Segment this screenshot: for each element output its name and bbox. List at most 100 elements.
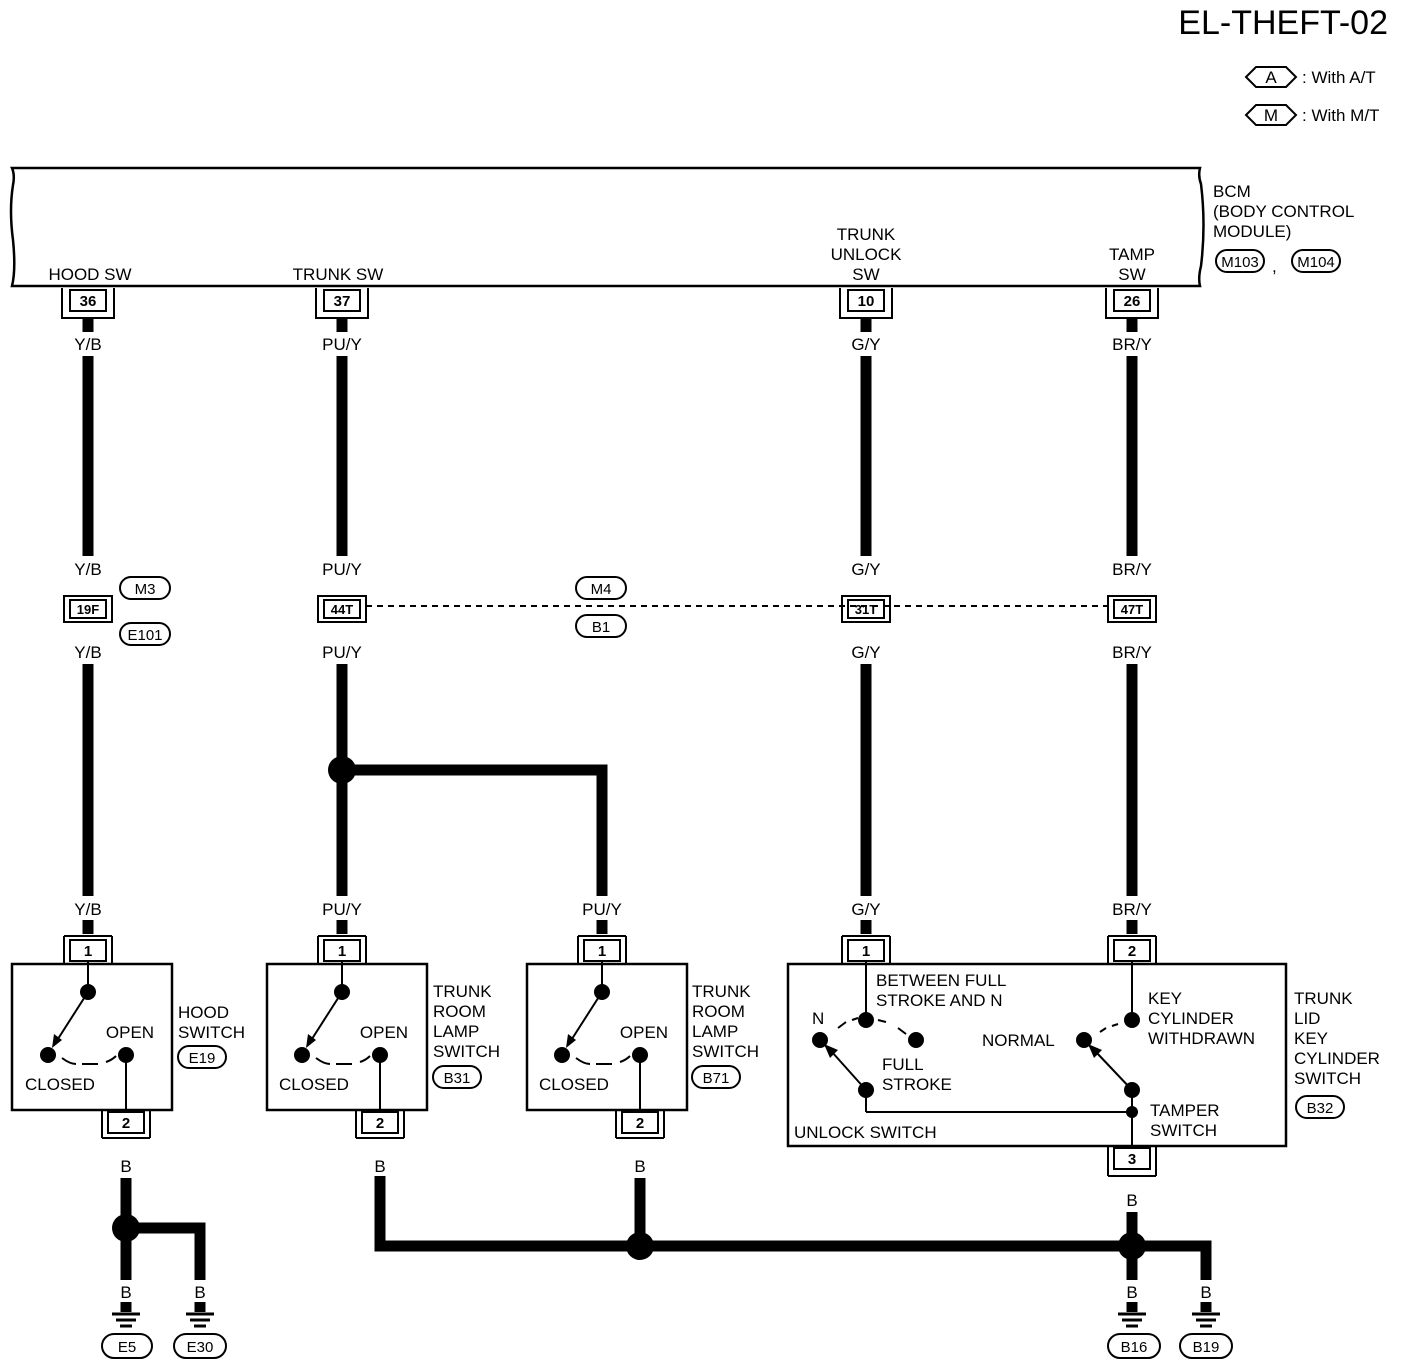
svg-text:TAMPER: TAMPER: [1150, 1101, 1220, 1120]
wire-label-puy: PU/Y: [322, 335, 362, 354]
key-cylinder-switch-label-4: CYLINDER: [1294, 1049, 1380, 1068]
trunk-room-lamp-switch-b71: 1 OPEN CLOSED 2: [525, 935, 689, 1139]
svg-text:KEY: KEY: [1148, 989, 1182, 1008]
joint-pin-31t: 31T: [841, 595, 891, 623]
key-cylinder-switch-label: TRUNK: [1294, 989, 1353, 1008]
svg-text:M: M: [1264, 106, 1278, 125]
wire-label-b: B: [1126, 1283, 1137, 1302]
connector-code-b1: B1: [575, 614, 627, 638]
key-cylinder-switch-label-2: LID: [1294, 1009, 1320, 1028]
svg-text:B1: B1: [592, 619, 610, 636]
terminal-label-tamp-2: SW: [1118, 265, 1145, 284]
wire-label-b: B: [120, 1283, 131, 1302]
bcm-pin-37: 37: [315, 288, 369, 319]
svg-text:M103: M103: [1221, 254, 1259, 271]
joint-pin-19f: 19F: [63, 595, 113, 623]
ground-symbol-e5: E5: [101, 1302, 153, 1359]
connector-code-b32: B32: [1295, 1095, 1345, 1119]
wire-label-yb: Y/B: [74, 335, 101, 354]
connector-code-e19: E19: [177, 1045, 227, 1069]
splice-node: [626, 1232, 654, 1260]
page-title: EL-THEFT-02: [1178, 4, 1388, 42]
ground-symbol-b16: B16: [1107, 1302, 1161, 1359]
svg-text:OPEN: OPEN: [360, 1023, 408, 1042]
hood-switch: 1 OPEN CLOSED 2: [10, 935, 174, 1139]
trunk-lamp-switch-b31-label-3: LAMP: [433, 1022, 479, 1041]
svg-text:B16: B16: [1121, 1339, 1148, 1356]
svg-text:B19: B19: [1193, 1339, 1220, 1356]
trunk-lamp-switch-b31-label-2: ROOM: [433, 1002, 486, 1021]
bcm-connector-m103: M103: [1215, 249, 1265, 273]
svg-text:CLOSED: CLOSED: [539, 1075, 609, 1094]
svg-text:CYLINDER: CYLINDER: [1148, 1009, 1234, 1028]
svg-text:1: 1: [338, 943, 346, 960]
trunk-lamp-switch-b31-label: TRUNK: [433, 982, 492, 1001]
svg-text:NORMAL: NORMAL: [982, 1031, 1055, 1050]
bcm-module-box: [9, 166, 1205, 288]
joint-pin-47t: 47T: [1107, 595, 1157, 623]
svg-text:N: N: [812, 1009, 824, 1028]
wire-label-bry: BR/Y: [1112, 643, 1152, 662]
svg-text:M3: M3: [135, 581, 156, 598]
connector-code-b71: B71: [691, 1065, 741, 1089]
svg-text:2: 2: [636, 1115, 644, 1132]
connector-code-m3: M3: [119, 576, 171, 600]
trunk-lamp-switch-b71-label-4: SWITCH: [692, 1042, 759, 1061]
svg-text:: With M/T: : With M/T: [1302, 106, 1379, 125]
connector-code-b31: B31: [432, 1065, 482, 1089]
svg-text:CLOSED: CLOSED: [25, 1075, 95, 1094]
svg-text:2: 2: [1128, 943, 1136, 960]
svg-text:37: 37: [334, 293, 351, 310]
svg-text:STROKE: STROKE: [882, 1075, 952, 1094]
svg-text:FULL: FULL: [882, 1055, 924, 1074]
terminal-label-trunk-unlock-1: TRUNK: [837, 225, 896, 244]
wire-label-puy: PU/Y: [322, 643, 362, 662]
wire-label-b: B: [634, 1157, 645, 1176]
svg-text:E101: E101: [127, 627, 162, 644]
svg-text:WITHDRAWN: WITHDRAWN: [1148, 1029, 1255, 1048]
svg-text:19F: 19F: [77, 602, 99, 617]
svg-text:2: 2: [376, 1115, 384, 1132]
wire-label-yb: Y/B: [74, 643, 101, 662]
trunk-lid-key-cylinder-switch: 1 2 BETWEEN FULL STROKE AND N N FULL STR…: [786, 935, 1288, 1177]
bcm-pin-26: 26: [1105, 288, 1159, 319]
svg-text:B71: B71: [703, 1070, 730, 1087]
svg-text:BETWEEN FULL: BETWEEN FULL: [876, 971, 1006, 990]
hood-switch-label-2: SWITCH: [178, 1023, 245, 1042]
svg-text:1: 1: [84, 943, 92, 960]
svg-text:26: 26: [1124, 293, 1141, 310]
bcm-connector-separator: ,: [1272, 257, 1277, 276]
wire-label-bry: BR/Y: [1112, 560, 1152, 579]
joint-pin-44t: 44T: [317, 595, 367, 623]
trunk-lamp-switch-b31-label-4: SWITCH: [433, 1042, 500, 1061]
wire-label-gy: G/Y: [851, 335, 880, 354]
wire-label-b: B: [1200, 1283, 1211, 1302]
wire-label-b: B: [120, 1157, 131, 1176]
connector-code-e101: E101: [119, 622, 171, 646]
wire-label-gy: G/Y: [851, 643, 880, 662]
bcm-label: BCM: [1213, 182, 1251, 201]
svg-text:M104: M104: [1297, 254, 1335, 271]
svg-text:47T: 47T: [1121, 602, 1143, 617]
svg-text:31T: 31T: [855, 602, 877, 617]
svg-text:B32: B32: [1307, 1100, 1334, 1117]
svg-text:2: 2: [122, 1115, 130, 1132]
wire-label-bry: BR/Y: [1112, 335, 1152, 354]
ground-symbol-b19: B19: [1179, 1302, 1233, 1359]
ground-symbol-e30: E30: [173, 1302, 227, 1359]
wire-label-gy: G/Y: [851, 560, 880, 579]
trunk-lamp-switch-b71-label-3: LAMP: [692, 1022, 738, 1041]
terminal-label-hood-sw: HOOD SW: [48, 265, 131, 284]
wire-label-gy: G/Y: [851, 900, 880, 919]
bcm-pin-36: 36: [61, 288, 115, 319]
svg-text:36: 36: [80, 293, 97, 310]
trunk-lamp-switch-b71-label: TRUNK: [692, 982, 751, 1001]
terminal-label-trunk-unlock-2: UNLOCK: [831, 245, 903, 264]
wire-label-puy: PU/Y: [322, 560, 362, 579]
legend-mt: M : With M/T: [1244, 104, 1379, 126]
hood-switch-label: HOOD: [178, 1003, 229, 1022]
terminal-label-tamp-1: TAMP: [1109, 245, 1155, 264]
svg-text:B31: B31: [444, 1070, 471, 1087]
svg-text:E30: E30: [187, 1339, 214, 1356]
